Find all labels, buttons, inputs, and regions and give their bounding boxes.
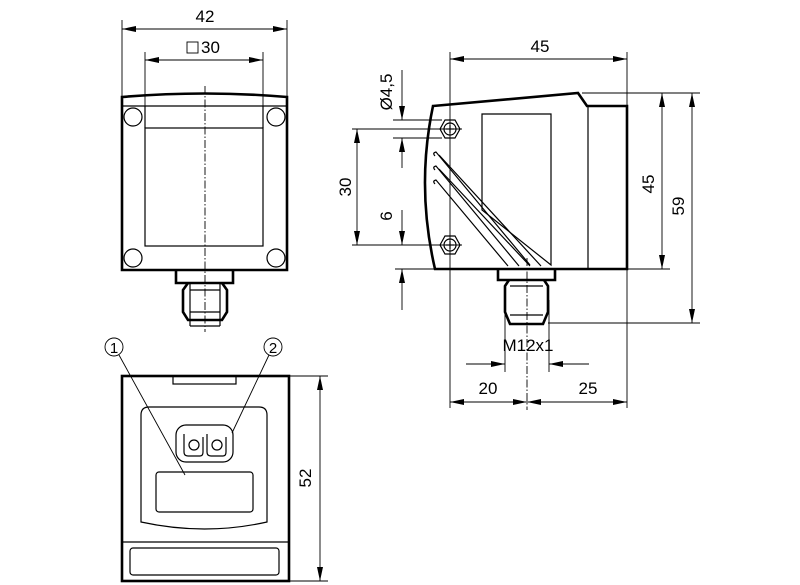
square-symbol-icon bbox=[186, 41, 199, 54]
button[interactable] bbox=[183, 434, 204, 457]
display-window bbox=[155, 471, 254, 513]
callout-1: 1 bbox=[110, 340, 118, 357]
depth-dimension: 45 bbox=[531, 37, 550, 56]
bottom-height-dimension: 52 bbox=[296, 469, 315, 488]
connector-thread-label: M12x1 bbox=[502, 336, 553, 355]
button[interactable] bbox=[206, 434, 227, 457]
buttons-housing bbox=[175, 424, 234, 463]
bottom-view: 1 2 52 bbox=[104, 337, 328, 583]
callout-2-circle bbox=[263, 337, 283, 357]
display-bezel bbox=[140, 406, 268, 530]
height-dimension: 45 bbox=[639, 175, 658, 194]
mounting-hole bbox=[123, 107, 143, 127]
callout-1-circle bbox=[104, 337, 124, 357]
mounting-hole bbox=[266, 107, 286, 127]
mounting-hole bbox=[123, 248, 143, 268]
width-dimension: 42 bbox=[196, 7, 215, 26]
connector bbox=[496, 269, 557, 326]
callout-2: 2 bbox=[269, 340, 277, 357]
front-view: 42 30 bbox=[120, 7, 289, 332]
hole-offset-dimension: 6 bbox=[377, 211, 396, 220]
total-height-dimension: 59 bbox=[669, 197, 688, 216]
connector-offset-left-dimension: 20 bbox=[479, 379, 498, 398]
hole-spacing-dimension: 30 bbox=[336, 178, 355, 197]
connector-offset-right-dimension: 25 bbox=[579, 379, 598, 398]
hole-diameter-dimension: Ø4,5 bbox=[377, 74, 396, 111]
side-view: 45 45 59 30 Ø4,5 6 M12x1 20 25 bbox=[336, 37, 700, 410]
cooling-slats bbox=[433, 151, 542, 267]
mounting-hole bbox=[266, 248, 286, 268]
connector bbox=[174, 270, 235, 327]
square-dimension: 30 bbox=[201, 38, 220, 57]
